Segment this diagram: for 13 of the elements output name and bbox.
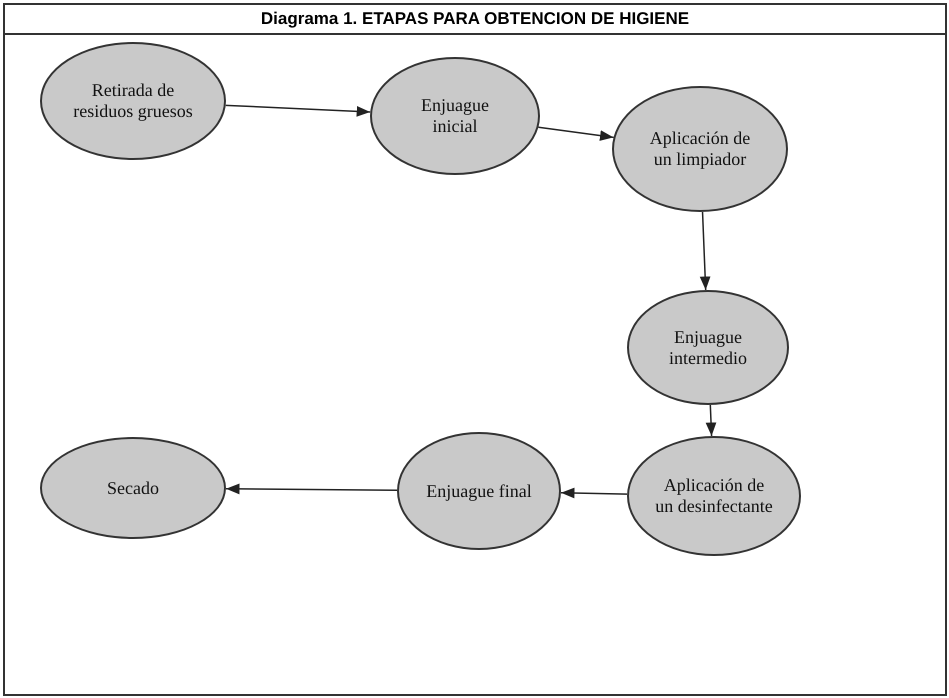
arrow <box>226 104 370 117</box>
step-label: Retirada de residuos gruesos <box>72 80 194 122</box>
step-label: Enjuague final <box>425 480 533 502</box>
step-label: Aplicación de un limpiador <box>648 128 752 170</box>
step-label: Enjuague intermedio <box>668 326 748 368</box>
arrow <box>700 212 711 290</box>
arrow <box>538 126 614 141</box>
step-label: Enjuague inicial <box>420 95 490 137</box>
arrow <box>560 488 628 498</box>
step-label: Aplicación de un desinfectante <box>654 475 774 517</box>
arrow <box>706 404 716 436</box>
arrow <box>226 484 398 494</box>
step-label: Secado <box>106 478 160 498</box>
